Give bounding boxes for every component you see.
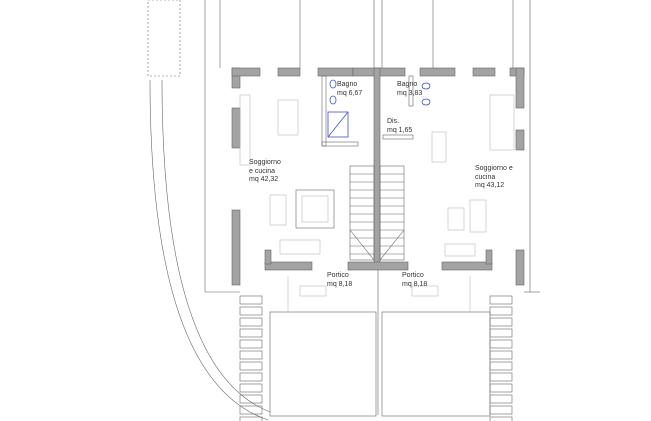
room-name-2: e cucina [249, 167, 276, 175]
paving-stone [239, 306, 263, 316]
paving-stone [489, 295, 513, 305]
furniture [239, 94, 515, 297]
paving-stone [239, 339, 263, 349]
paving-stone [239, 317, 263, 327]
paving-stone [489, 416, 513, 421]
room-area: mq 1,65 [387, 126, 413, 134]
paving-stone [489, 361, 513, 371]
paving-stone [239, 328, 263, 338]
room-area: mq 8,18 [327, 280, 353, 288]
paving-stones [239, 295, 513, 421]
room-name: Portico [402, 272, 424, 279]
room-name: Portico [327, 272, 349, 279]
room-area: mq 3,83 [397, 89, 423, 97]
room-name: Soggiorno e [475, 165, 513, 172]
paving-stone [489, 306, 513, 316]
room-area: mq 6,67 [337, 89, 363, 97]
paving-stone [489, 350, 513, 360]
paving-stone [489, 405, 513, 415]
room-area: mq 8,18 [402, 280, 428, 288]
paving-stone [489, 339, 513, 349]
walls [231, 67, 525, 286]
paving-stone [239, 361, 263, 371]
paving-stone [489, 394, 513, 404]
room-name-2: cucina [475, 173, 496, 181]
room-name: Soggiorno [249, 159, 281, 166]
paving-stone [239, 394, 263, 404]
paving-stone [239, 372, 263, 382]
paving-stone [489, 328, 513, 338]
room-name: Bagno [337, 81, 358, 88]
paving-stone [239, 416, 263, 421]
room-area: mq 43,12 [475, 182, 505, 189]
paving-stone [239, 350, 263, 360]
site-lines [147, 0, 540, 421]
room-name: Bagno [397, 81, 418, 88]
room-label-disimpegno: Dis.mq 1,65 [387, 118, 412, 135]
room-area: mq 42,32 [249, 176, 279, 183]
stairs [349, 165, 405, 261]
paving-stone [239, 383, 263, 393]
room-name: Dis. [387, 118, 400, 125]
paving-stone [489, 317, 513, 327]
bathroom-fixtures [327, 79, 431, 138]
paving-stone [239, 295, 263, 305]
paving-stone [489, 372, 513, 382]
paving-stone [239, 405, 263, 415]
paving-stone [489, 383, 513, 393]
